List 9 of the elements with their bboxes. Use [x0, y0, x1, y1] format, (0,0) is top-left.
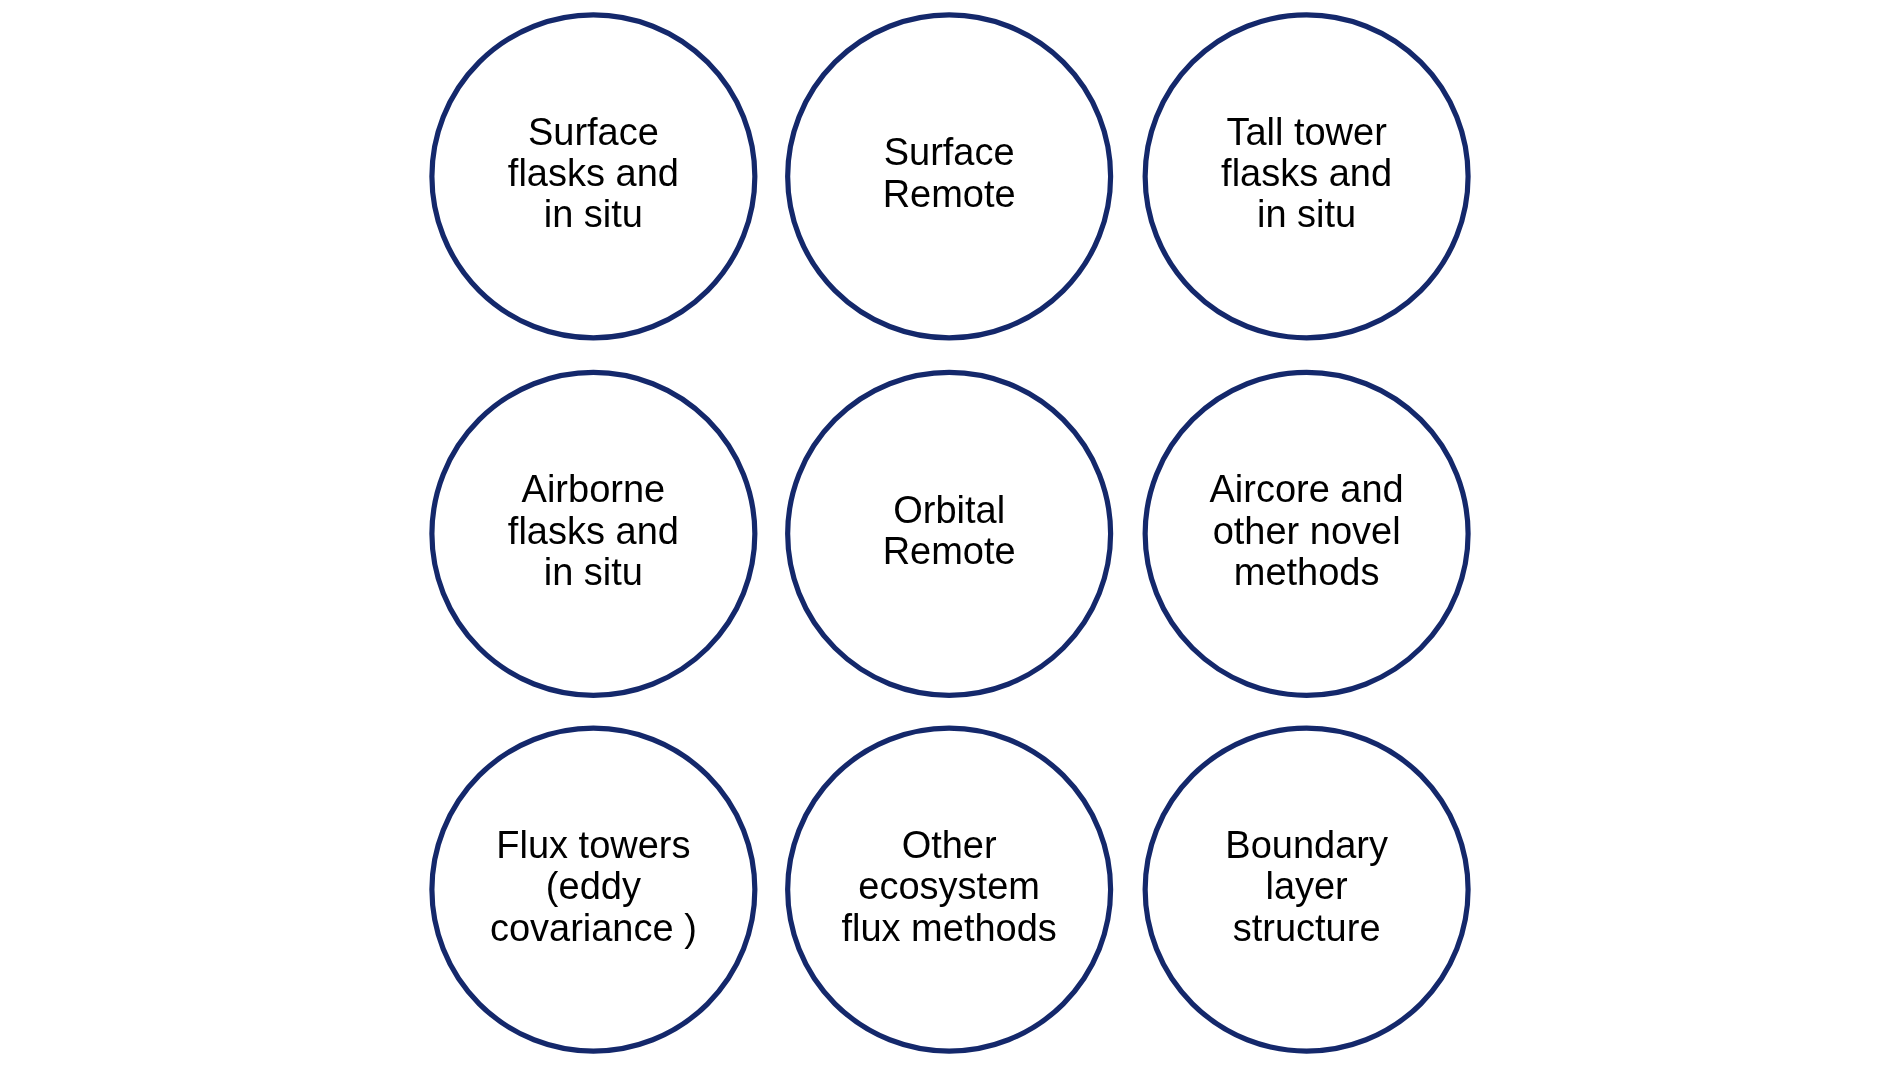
node-circle: Surface Remote — [784, 12, 1113, 341]
node-circle: Flux towers (eddy covariance ) — [428, 725, 757, 1054]
node-circle: Surface flasks and in situ — [428, 12, 757, 341]
node-circle: Other ecosystem flux methods — [784, 725, 1113, 1054]
node-circle: Boundary layer structure — [1142, 725, 1471, 1054]
node-circle: Aircore and other novel methods — [1142, 369, 1471, 698]
node-circle: Airborne flasks and in situ — [428, 369, 757, 698]
node-circle: Tall tower flasks and in situ — [1142, 12, 1471, 341]
node-circle: Orbital Remote — [784, 369, 1113, 698]
